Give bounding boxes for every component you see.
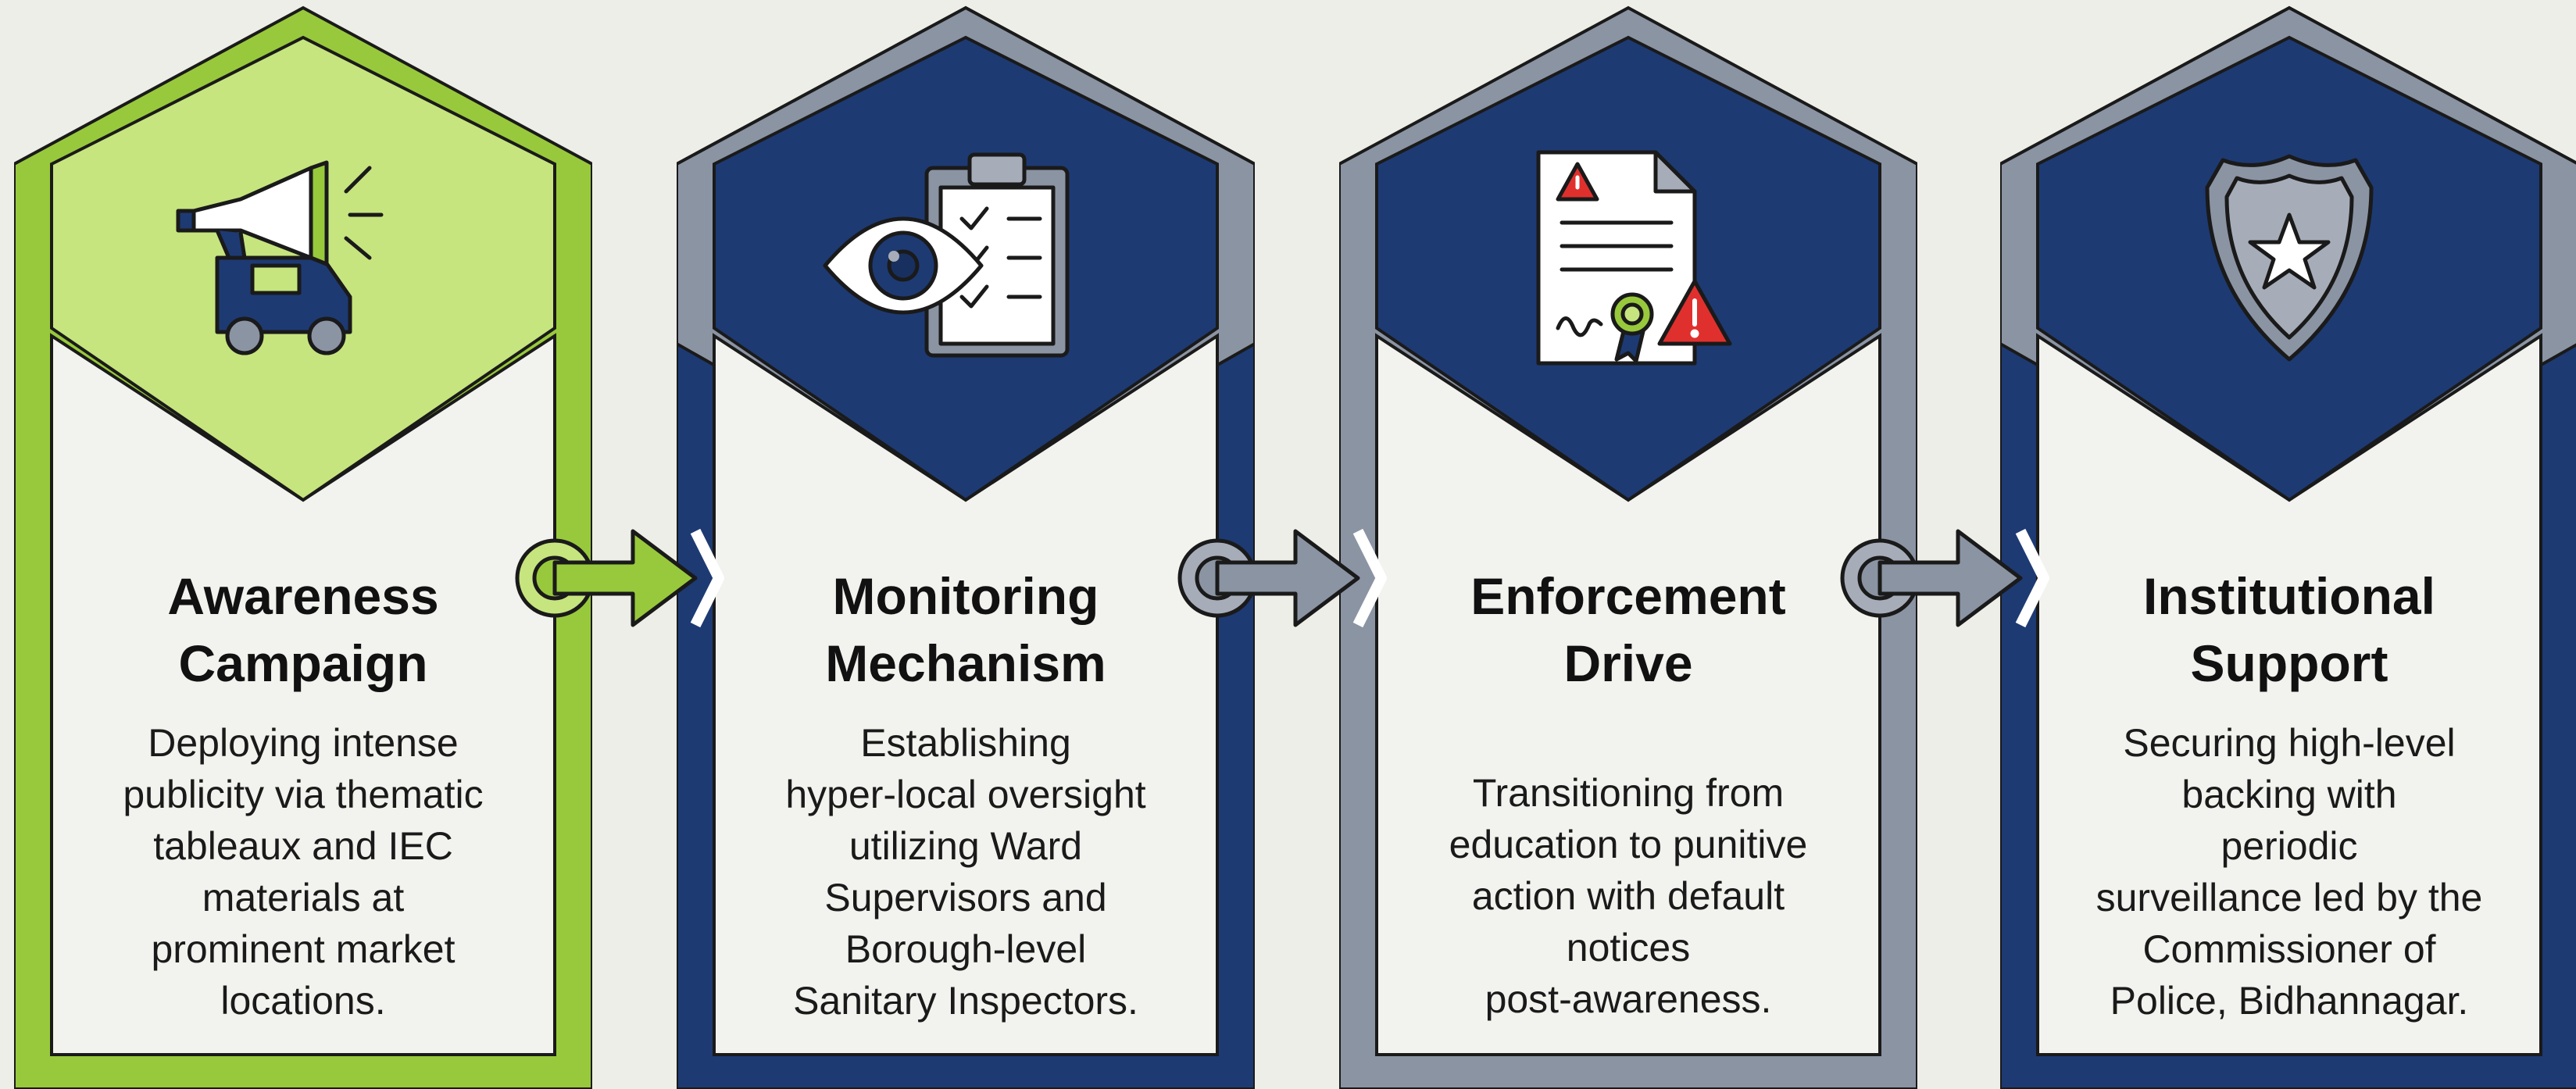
connector-arrow: [515, 528, 724, 628]
police-badge-icon: [2205, 154, 2374, 362]
step-description: Transitioning from education to punitive…: [1449, 771, 1808, 1021]
warning-notice-document-icon: [1536, 150, 1732, 366]
connector-arrow: [1177, 528, 1387, 628]
step-description: Securing high-level backing with periodi…: [2095, 721, 2483, 1023]
step-frame: [1339, 5, 1917, 1089]
step-frame: [677, 5, 1255, 1089]
step-frame: [14, 5, 592, 1089]
step-description: Establishing hyper-local oversight utili…: [785, 721, 1146, 1023]
eye-clipboard-icon: [823, 152, 1070, 358]
step-description: Deploying intense publicity via thematic…: [123, 721, 484, 1023]
megaphone-van-icon: [176, 160, 384, 355]
connector-arrow: [1840, 528, 2049, 628]
